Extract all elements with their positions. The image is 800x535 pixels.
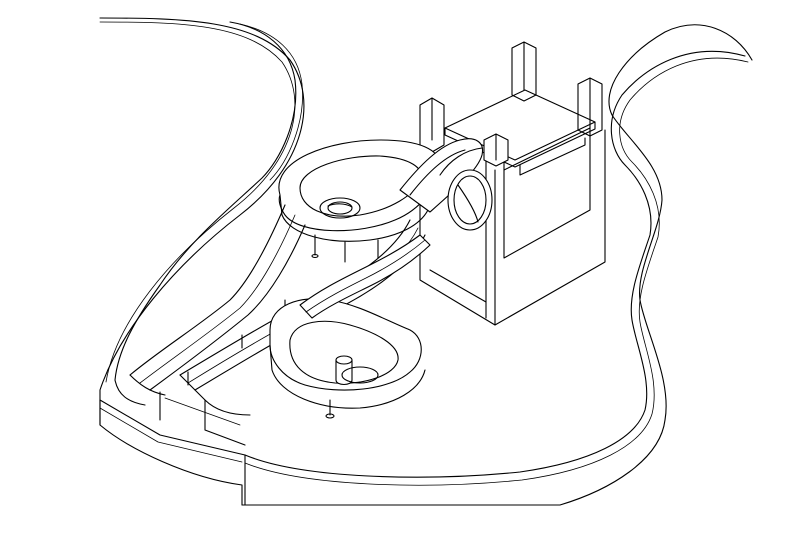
connecting-tube <box>399 138 493 231</box>
lower-spiral-slide <box>269 234 431 419</box>
slide-tower <box>419 41 606 326</box>
pool-outline <box>99 17 753 506</box>
